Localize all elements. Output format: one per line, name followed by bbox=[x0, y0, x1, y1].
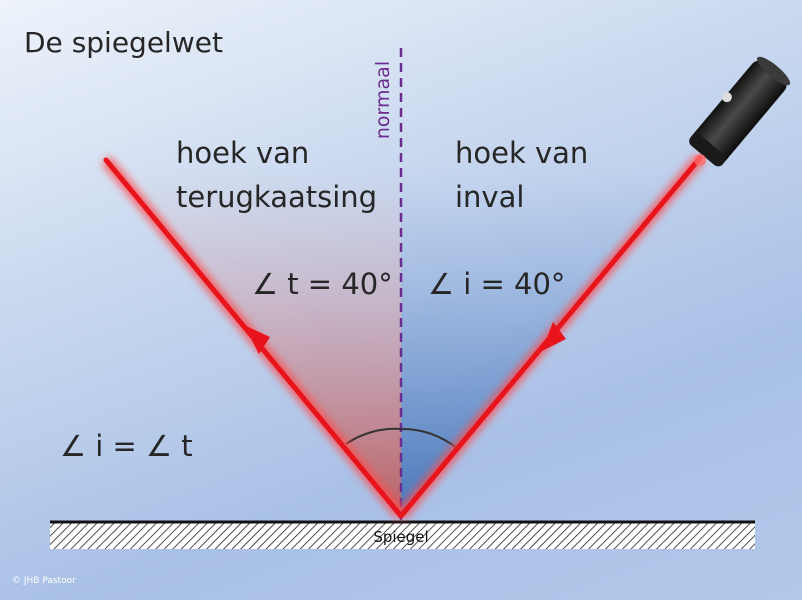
reflection-label-line2: terugkaatsing bbox=[176, 180, 378, 214]
laser-pointer-icon bbox=[689, 56, 791, 167]
law-of-reflection: ∠ i = ∠ t bbox=[60, 429, 193, 463]
incidence-angle-value: ∠ i = 40° bbox=[428, 267, 566, 301]
normal-label: normaal bbox=[372, 60, 394, 140]
copyright-notice: © JHB Pastoor bbox=[12, 576, 76, 586]
reflected-ray-arrow bbox=[244, 325, 270, 354]
incidence-label-line1: hoek van bbox=[455, 136, 589, 170]
laser-aperture-glow bbox=[694, 154, 706, 166]
reflection-label-line1: hoek van bbox=[176, 136, 310, 170]
incidence-angle-label: hoek van inval bbox=[455, 131, 588, 219]
mirror-label: Spiegel bbox=[373, 528, 429, 546]
page-title: De spiegelwet bbox=[24, 26, 223, 59]
reflection-angle-value: ∠ t = 40° bbox=[252, 267, 393, 301]
incidence-label-line2: inval bbox=[455, 180, 525, 214]
mirror-hatch bbox=[50, 522, 755, 549]
reflection-angle-label: hoek van terugkaatsing bbox=[176, 131, 377, 219]
incident-ray-arrow bbox=[542, 322, 566, 351]
reflection-angle-arc bbox=[345, 427, 402, 445]
